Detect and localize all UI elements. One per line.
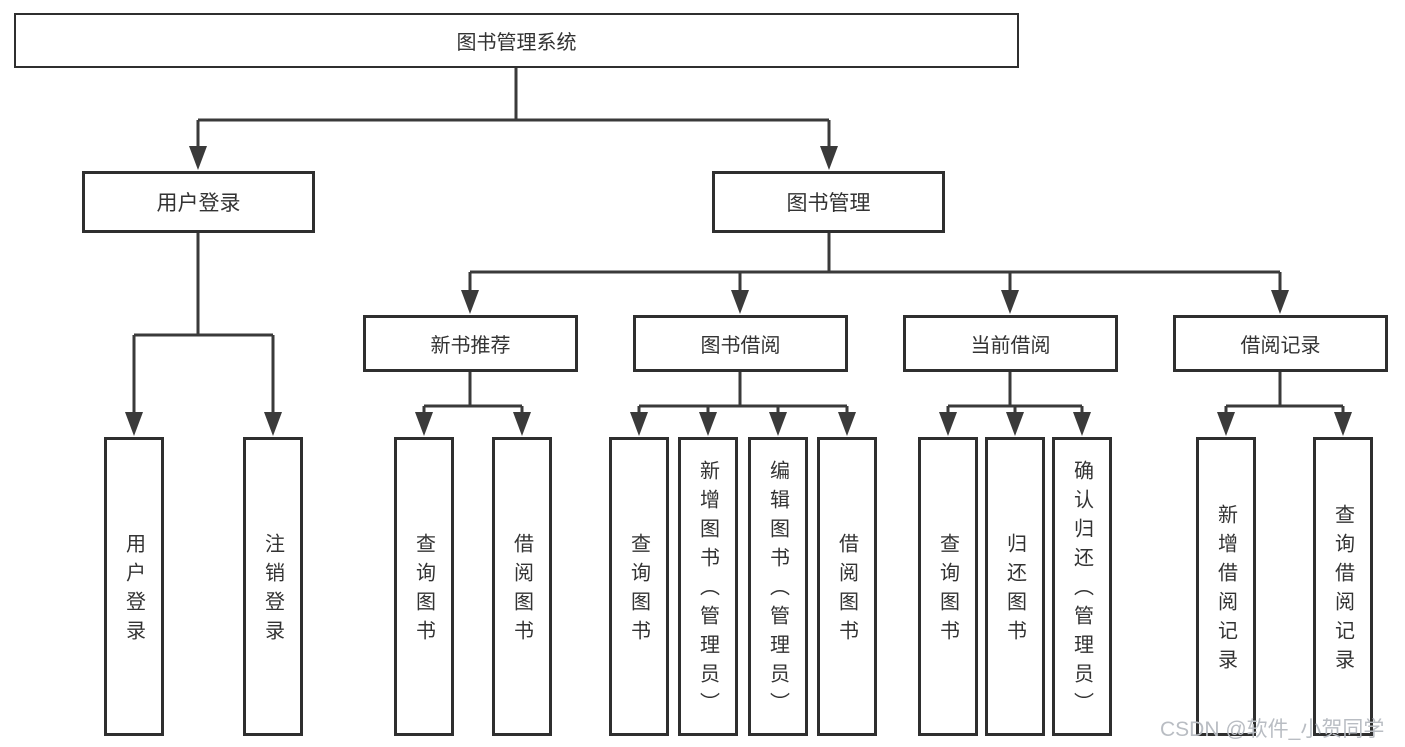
arrow-down-icon [189, 146, 207, 170]
node-current-borrow: 当前借阅 [903, 315, 1118, 372]
node-system-root: 图书管理系统 [14, 13, 1019, 68]
node-user-login: 用户登录 [82, 171, 315, 233]
arrow-down-icon [838, 412, 856, 436]
leaf-borrow-book-recommend: 借阅图书 [492, 437, 552, 736]
leaf-user-login: 用户登录 [104, 437, 164, 736]
arrow-down-icon [1006, 412, 1024, 436]
arrow-down-icon [1334, 412, 1352, 436]
arrow-down-icon [731, 290, 749, 314]
arrow-down-icon [125, 412, 143, 436]
leaf-query-book-current: 查询图书 [918, 437, 978, 736]
arrow-down-icon [415, 412, 433, 436]
arrow-down-icon [264, 412, 282, 436]
arrow-down-icon [1073, 412, 1091, 436]
arrow-down-icon [820, 146, 838, 170]
arrow-down-icon [461, 290, 479, 314]
connector-user-login-group [132, 233, 275, 416]
leaf-logout: 注销登录 [243, 437, 303, 736]
arrow-down-icon [1001, 290, 1019, 314]
arrow-down-icon [939, 412, 957, 436]
arrow-down-icon [1271, 290, 1289, 314]
connector-current-borrow-group [946, 372, 1084, 416]
leaf-query-book-borrow: 查询图书 [609, 437, 669, 736]
leaf-query-book-recommend: 查询图书 [394, 437, 454, 736]
node-new-book-recommend: 新书推荐 [363, 315, 578, 372]
node-book-management: 图书管理 [712, 171, 945, 233]
leaf-edit-book-admin: 编辑图书（管理员） [748, 437, 808, 736]
arrow-down-icon [630, 412, 648, 436]
leaf-borrow-book: 借阅图书 [817, 437, 877, 736]
node-borrow-record: 借阅记录 [1173, 315, 1388, 372]
node-book-borrow: 图书借阅 [633, 315, 848, 372]
connector-root-to-level2 [196, 68, 831, 150]
leaf-add-book-admin: 新增图书（管理员） [678, 437, 738, 736]
connector-book-mgmt-to-level3 [468, 233, 1282, 294]
leaf-return-book: 归还图书 [985, 437, 1045, 736]
arrow-down-icon [769, 412, 787, 436]
arrow-down-icon [513, 412, 531, 436]
csdn-watermark: CSDN @软件_小贺同学 [1160, 718, 1385, 741]
leaf-query-borrow-record: 查询借阅记录 [1313, 437, 1373, 736]
leaf-add-borrow-record: 新增借阅记录 [1196, 437, 1256, 736]
arrow-down-icon [699, 412, 717, 436]
connector-borrow-record-group [1224, 372, 1345, 416]
connector-book-borrow-group [637, 372, 849, 416]
arrow-down-icon [1217, 412, 1235, 436]
leaf-confirm-return-admin: 确认归还（管理员） [1052, 437, 1112, 736]
connector-new-book-rec-group [422, 372, 524, 416]
